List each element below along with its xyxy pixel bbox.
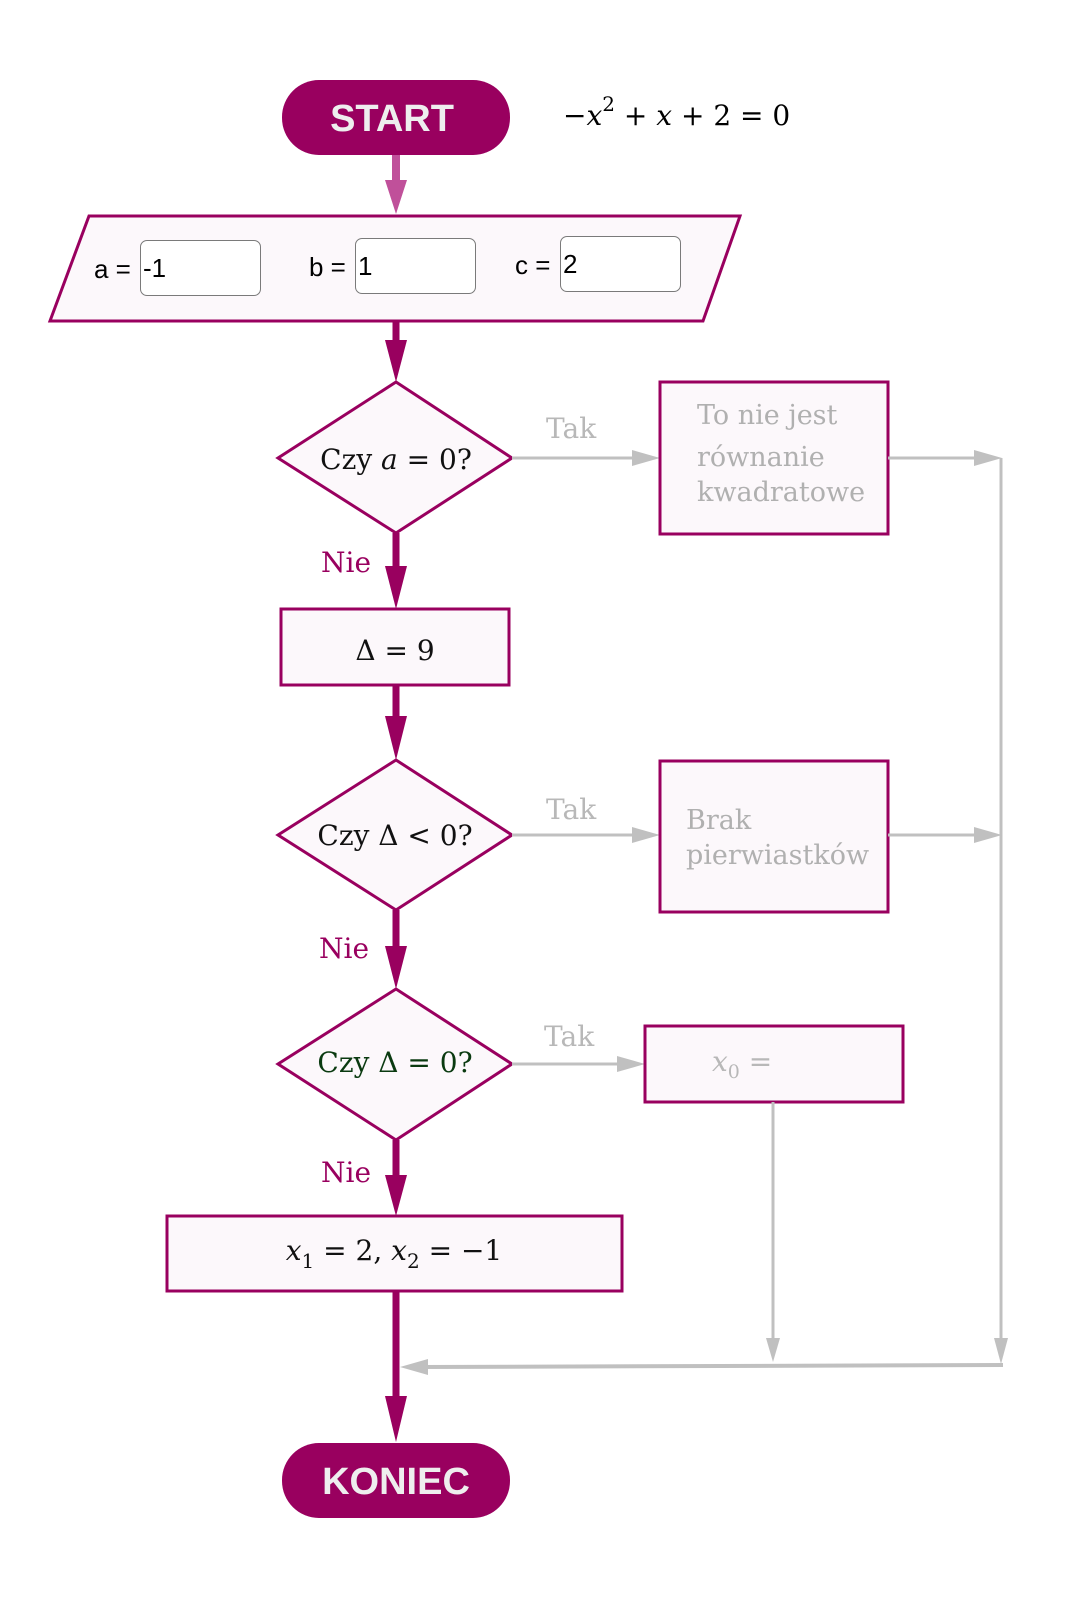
arrow-decision2-yes: [512, 827, 660, 843]
end-label: KONIEC: [322, 1461, 470, 1503]
arrow-start-to-input: [385, 155, 407, 214]
input-b-label: b =: [309, 252, 346, 282]
equation: −x2 + x + 2 = 0: [563, 92, 790, 132]
input-a-label: a =: [94, 254, 131, 284]
input-a-field[interactable]: [140, 240, 261, 296]
arrow-no-roots-to-right: [888, 827, 1002, 843]
not-quadratic-line3: kwadratowe: [697, 477, 865, 508]
two-roots-box: x1 = 2, x2 = −1: [165, 1214, 624, 1293]
input-c-field[interactable]: [560, 236, 681, 292]
single-root-box: x0 =: [643, 1024, 905, 1104]
decision2-yes-label: Tak: [546, 793, 597, 826]
input-b-field[interactable]: [355, 238, 476, 294]
decision-delta-negative: Czy Δ < 0?: [275, 758, 515, 912]
arrow-delta-to-decision2: [385, 685, 407, 760]
decision2-no-label: Nie: [319, 932, 369, 965]
decision-delta-negative-text: Czy Δ < 0?: [317, 819, 472, 852]
right-return-line: [994, 458, 1008, 1364]
merge-line: [400, 1359, 1004, 1375]
arrow-not-quadratic-to-right: [888, 450, 1002, 466]
decision1-no-label: Nie: [321, 546, 371, 579]
decision-delta-zero-text: Czy Δ = 0?: [317, 1046, 472, 1079]
start-label: START: [330, 98, 454, 140]
no-roots-line1: Brak: [686, 805, 752, 836]
decision1-yes-label: Tak: [546, 412, 597, 445]
arrow-decision3-yes: [512, 1056, 645, 1072]
end-terminal[interactable]: KONIEC: [282, 1443, 510, 1518]
single-root-text: x0 =: [712, 1045, 772, 1083]
arrow-decision1-no: [385, 533, 407, 609]
not-quadratic-box: To nie jest równanie kwadratowe: [658, 380, 890, 536]
arrow-to-end: [385, 1291, 407, 1442]
decision3-yes-label: Tak: [544, 1020, 595, 1053]
arrow-input-to-decision1: [385, 321, 407, 382]
two-roots-text: x1 = 2, x2 = −1: [286, 1234, 503, 1273]
decision3-no-label: Nie: [321, 1156, 371, 1189]
delta-box: Δ = 9: [279, 607, 511, 687]
decision-a-zero-text: Czy a = 0?: [320, 443, 472, 476]
delta-value: Δ = 9: [355, 634, 434, 667]
arrow-decision2-no: [385, 910, 407, 989]
decision-a-zero: Czy a = 0?: [275, 380, 515, 535]
decision-delta-zero: Czy Δ = 0?: [275, 987, 515, 1142]
arrow-decision3-no: [385, 1140, 407, 1216]
start-terminal[interactable]: START: [282, 80, 510, 155]
no-roots-box: Brak pierwiastków: [658, 759, 890, 914]
input-c-label: c =: [515, 250, 551, 280]
arrow-decision1-yes: [512, 450, 660, 466]
not-quadratic-line2: równanie: [697, 442, 825, 473]
not-quadratic-line1: To nie jest: [697, 400, 838, 431]
arrow-single-root-down: [766, 1102, 780, 1362]
no-roots-line2: pierwiastków: [686, 840, 869, 871]
